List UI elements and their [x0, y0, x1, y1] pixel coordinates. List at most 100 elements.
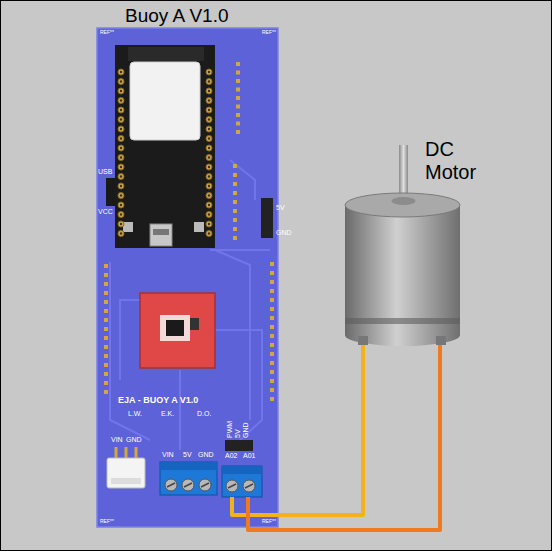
pin-hole [120, 71, 122, 73]
pin-hole [208, 175, 210, 177]
pcb-board: A02A01 Buoy A V1.0 [97, 5, 278, 527]
pin [206, 231, 212, 237]
pin-hole [208, 71, 210, 73]
pin [206, 117, 212, 123]
silkscreen-title: EJA - BUOY A V1.0 [118, 396, 198, 405]
pin [233, 209, 237, 213]
pin-hole [208, 185, 210, 187]
pwm-header [225, 440, 253, 451]
screw [199, 479, 211, 491]
motor-terminal: A02A01 [222, 451, 262, 497]
pin [118, 193, 124, 199]
pin [236, 130, 240, 134]
pin-hole [208, 194, 210, 196]
pin-hole [208, 213, 210, 215]
pin [206, 136, 212, 142]
pin-hole [120, 90, 122, 92]
pin [104, 309, 108, 313]
pin [104, 291, 108, 295]
pin-label: VIN [162, 451, 174, 458]
pin [206, 88, 212, 94]
motor-wire [248, 345, 440, 530]
pin [236, 88, 240, 92]
pin [270, 325, 274, 329]
screw-slot [228, 484, 236, 488]
pin [270, 388, 274, 392]
author-initials: L.W. [128, 410, 142, 417]
pin [118, 117, 124, 123]
motor-wire [232, 345, 363, 515]
button [194, 222, 204, 232]
motor-band [345, 318, 460, 324]
screw [243, 480, 255, 492]
pin [233, 173, 237, 177]
terminal-top [160, 462, 217, 470]
pin-hole [120, 80, 122, 82]
pin-hole [208, 99, 210, 101]
screw [182, 479, 194, 491]
esp32-shield [130, 62, 200, 140]
capacitor [190, 318, 199, 330]
pcb-board [97, 28, 278, 527]
pin-hole [208, 128, 210, 130]
screw-slot [167, 483, 175, 487]
pin [236, 62, 240, 66]
pin-hole [120, 118, 122, 120]
pin-label: GND [276, 229, 292, 236]
pin [206, 107, 212, 113]
pin [104, 354, 108, 358]
pin [104, 264, 108, 268]
motor-driver-module [140, 293, 215, 368]
header-pins [104, 62, 274, 461]
pin [104, 273, 108, 277]
motor-bushing [392, 197, 416, 205]
driver-chip-area [160, 315, 190, 341]
pin [206, 69, 212, 75]
power-terminal-block [160, 462, 217, 495]
pin-hole [208, 137, 210, 139]
motor-tab [358, 336, 368, 345]
ref-marker: REF** [100, 519, 114, 524]
pin [236, 113, 240, 117]
pin [104, 345, 108, 349]
author-initials: D.O. [197, 410, 211, 417]
pin [270, 298, 274, 302]
pin-hole [120, 185, 122, 187]
pin-hole [120, 213, 122, 215]
pin-hole [120, 99, 122, 101]
pin-label: 5V [183, 451, 192, 458]
pin-label: GND [242, 422, 249, 438]
pin-label: 5V [234, 429, 241, 438]
pin [206, 98, 212, 104]
pin [233, 182, 237, 186]
pin [104, 363, 108, 367]
pin [118, 126, 124, 132]
esp32-antenna [128, 47, 204, 61]
pin-hole [208, 166, 210, 168]
pin [206, 193, 212, 199]
pin [118, 231, 124, 237]
pin [270, 307, 274, 311]
pin [118, 164, 124, 170]
pin-hole [208, 232, 210, 234]
pin [104, 318, 108, 322]
pin [270, 379, 274, 383]
pin [236, 79, 240, 83]
pin [104, 327, 108, 331]
jumper-label: USB [98, 168, 112, 175]
pin [270, 352, 274, 356]
pin [233, 200, 237, 204]
pin [236, 71, 240, 75]
pin [206, 183, 212, 189]
micro-usb-port [153, 229, 169, 235]
board-title: Buoy A V1.0 [125, 5, 229, 27]
pin [118, 202, 124, 208]
pin-hole [120, 232, 122, 234]
pin [118, 88, 124, 94]
pin [270, 361, 274, 365]
pin-hole [120, 166, 122, 168]
pin [233, 227, 237, 231]
